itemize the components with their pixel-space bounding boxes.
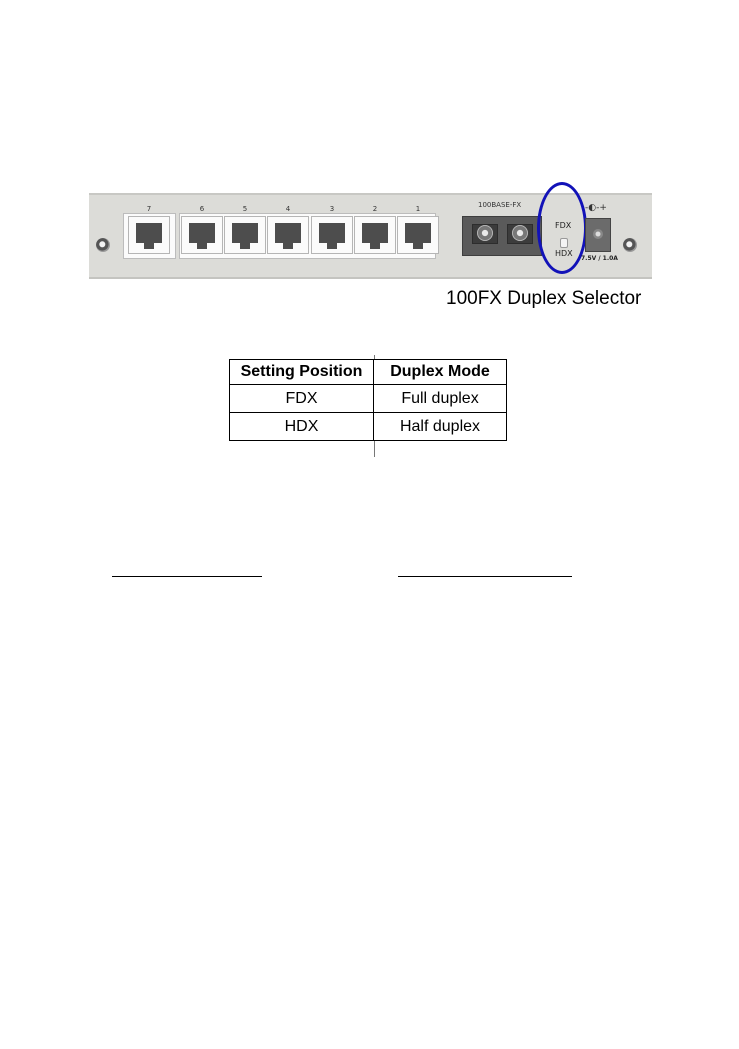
fiber-connector-icon [477,225,493,241]
header-setting-position: Setting Position [230,360,374,385]
rj45-port-7 [128,216,170,254]
rj45-port-2 [354,216,396,254]
header-duplex-mode: Duplex Mode [374,360,507,385]
rj45-port-5 [224,216,266,254]
port-number-1: 1 [408,205,428,213]
power-rating-label: 7.5V / 1.0A [581,255,618,262]
port-number-2: 2 [365,205,385,213]
rj45-port-6 [181,216,223,254]
port-number-4: 4 [278,205,298,213]
underline-right [398,576,572,577]
screw-right-icon [623,238,637,252]
cell-duplex-mode: Half duplex [374,413,507,441]
table-header-row: Setting Position Duplex Mode [230,360,507,385]
table-row: HDX Half duplex [230,413,507,441]
fiber-module [462,216,542,256]
rj45-port-3 [311,216,353,254]
rj45-port-4 [267,216,309,254]
power-jack [585,218,611,252]
cell-setting-position: HDX [230,413,374,441]
power-polarity-icon: -◐-+ [585,203,607,213]
duplex-setting-table: Setting Position Duplex Mode FDX Full du… [229,359,507,441]
screw-left-icon [96,238,110,252]
fx-port-label: 100BASE-FX [478,201,521,209]
port-number-6: 6 [192,205,212,213]
table-row: FDX Full duplex [230,385,507,413]
cell-duplex-mode: Full duplex [374,385,507,413]
underline-left [112,576,262,577]
port-number-7: 7 [139,205,159,213]
port-number-3: 3 [322,205,342,213]
port-number-5: 5 [235,205,255,213]
rj45-port-1 [397,216,439,254]
fiber-connector-icon [512,225,528,241]
cell-setting-position: FDX [230,385,374,413]
duplex-selector-caption: 100FX Duplex Selector [446,288,641,310]
duplex-selector-highlight-ring [537,182,587,274]
